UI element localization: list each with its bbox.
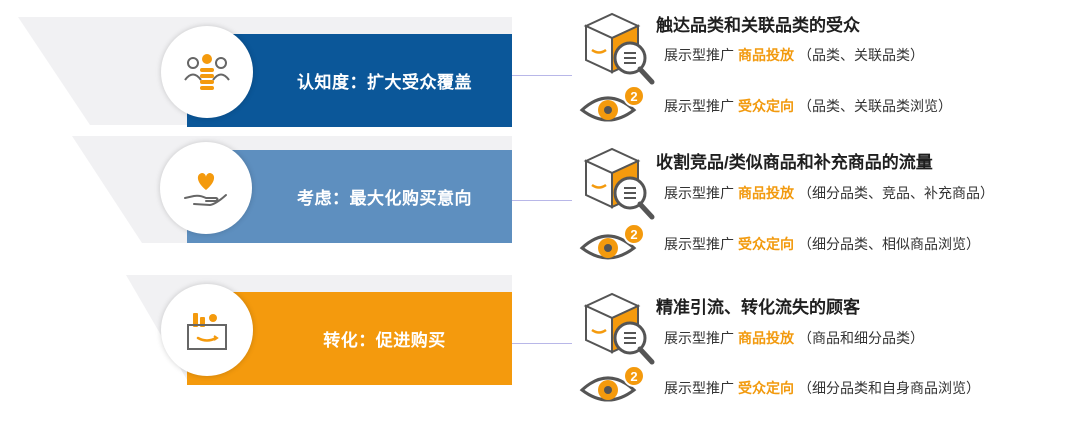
tactic-suffix: （细分品类、竞品、补充商品） bbox=[798, 185, 994, 201]
svg-text:2: 2 bbox=[630, 89, 637, 104]
tactic-keyword: 商品投放 bbox=[738, 47, 794, 63]
tactic-prefix: 展示型推广 bbox=[664, 47, 734, 63]
tactic-prefix: 展示型推广 bbox=[664, 236, 734, 252]
tactic-keyword: 受众定向 bbox=[738, 380, 794, 396]
tactic-line-audience-targeting: 展示型推广受众定向（细分品类、相似商品浏览） bbox=[664, 234, 980, 254]
tactic-prefix: 展示型推广 bbox=[664, 185, 734, 201]
heart-hand-icon bbox=[184, 173, 227, 207]
tactics-title-awareness: 触达品类和关联品类的受众 bbox=[656, 16, 860, 35]
tactic-prefix: 展示型推广 bbox=[664, 380, 734, 396]
tactic-keyword: 商品投放 bbox=[738, 185, 794, 201]
tactic-prefix: 展示型推广 bbox=[664, 330, 734, 346]
product-box-magnifier-icon bbox=[583, 147, 655, 220]
connector-line bbox=[512, 75, 572, 76]
stage-consideration-icon-circle bbox=[160, 142, 252, 234]
tactic-keyword: 商品投放 bbox=[738, 330, 794, 346]
connector-line bbox=[512, 343, 572, 344]
tactic-line-audience-targeting: 展示型推广受众定向（细分品类和自身商品浏览） bbox=[664, 378, 980, 398]
tactic-suffix: （细分品类、相似商品浏览） bbox=[798, 236, 980, 252]
eye-badge-2-icon: 2 bbox=[579, 85, 645, 122]
stage-awareness-label: 认知度：扩大受众覆盖 bbox=[297, 73, 472, 92]
product-box-magnifier-icon bbox=[583, 12, 655, 85]
shopping-basket-icon bbox=[187, 313, 227, 350]
people-coins-icon bbox=[184, 54, 230, 90]
tactics-title-consideration: 收割竞品/类似商品和补充商品的流量 bbox=[656, 153, 933, 172]
stage-awareness-icon-circle bbox=[161, 26, 253, 118]
tactic-line-product-targeting: 展示型推广商品投放（细分品类、竞品、补充商品） bbox=[664, 183, 994, 203]
tactic-suffix: （细分品类和自身商品浏览） bbox=[798, 380, 980, 396]
eye-badge-2-icon: 2 bbox=[579, 223, 645, 260]
stage-conversion-label: 转化：促进购买 bbox=[323, 331, 446, 350]
product-box-magnifier-icon bbox=[583, 292, 655, 365]
stage-consideration-label: 考虑：最大化购买意向 bbox=[297, 189, 472, 208]
tactic-prefix: 展示型推广 bbox=[664, 98, 734, 114]
tactics-title-conversion: 精准引流、转化流失的顾客 bbox=[656, 298, 860, 317]
svg-text:2: 2 bbox=[630, 369, 637, 384]
tactic-keyword: 受众定向 bbox=[738, 236, 794, 252]
tactic-line-product-targeting: 展示型推广商品投放（商品和细分品类） bbox=[664, 328, 924, 348]
tactic-suffix: （商品和细分品类） bbox=[798, 330, 924, 346]
tactic-keyword: 受众定向 bbox=[738, 98, 794, 114]
eye-badge-2-icon: 2 bbox=[579, 365, 645, 402]
tactic-suffix: （品类、关联品类） bbox=[798, 47, 924, 63]
svg-text:2: 2 bbox=[630, 227, 637, 242]
tactic-line-product-targeting: 展示型推广商品投放（品类、关联品类） bbox=[664, 45, 924, 65]
tactic-suffix: （品类、关联品类浏览） bbox=[798, 98, 952, 114]
connector-line bbox=[512, 200, 572, 201]
tactic-line-audience-targeting: 展示型推广受众定向（品类、关联品类浏览） bbox=[664, 96, 952, 116]
stage-conversion-icon-circle bbox=[161, 284, 253, 376]
